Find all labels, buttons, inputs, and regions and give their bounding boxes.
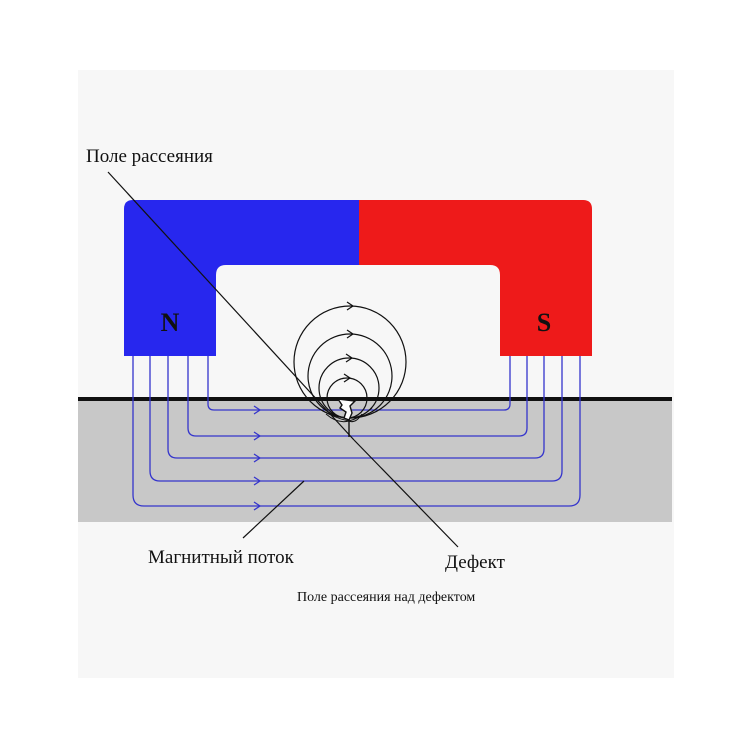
workpiece <box>78 398 672 522</box>
south-pole-half <box>359 200 592 356</box>
defect-leader <box>353 439 459 548</box>
flux-line <box>187 360 528 437</box>
stray-field-arrow-icon <box>343 373 352 383</box>
horseshoe-magnet: N S <box>124 200 592 356</box>
flux-arrow-icon <box>253 476 262 486</box>
magnetic-flux-leader <box>242 480 305 539</box>
stray-field-leader <box>107 171 355 441</box>
defect-notch <box>336 398 357 421</box>
leader-lines <box>107 171 459 548</box>
defect-label: Дефект <box>445 552 506 573</box>
stray-field-arrow-icon <box>346 329 355 339</box>
north-pole-half <box>124 200 359 356</box>
flux-line <box>167 360 545 459</box>
flux-line <box>149 360 563 482</box>
flux-line <box>207 360 511 411</box>
caption: Поле рассеяния над дефектом <box>297 590 475 605</box>
flux-arrow-icon <box>253 405 262 415</box>
magnetic-flux-label: Магнитный поток <box>148 547 295 568</box>
magnetic-flux-lines <box>132 356 581 511</box>
stray-field-label: Поле рассеяния <box>86 146 213 167</box>
flux-arrow-icon <box>253 453 262 463</box>
south-pole-label: S <box>537 308 551 337</box>
flux-line <box>132 360 581 507</box>
stray-field-converge-line <box>317 407 350 422</box>
flux-arrow-icon <box>253 501 262 511</box>
stray-field-converge-line <box>348 407 373 422</box>
north-pole-label: N <box>161 308 180 337</box>
flux-arrow-icon <box>253 431 262 441</box>
stray-field-arrow-icon <box>346 301 355 311</box>
stray-field-converge-line <box>325 413 350 423</box>
stray-field-arrow-icon <box>345 353 354 363</box>
